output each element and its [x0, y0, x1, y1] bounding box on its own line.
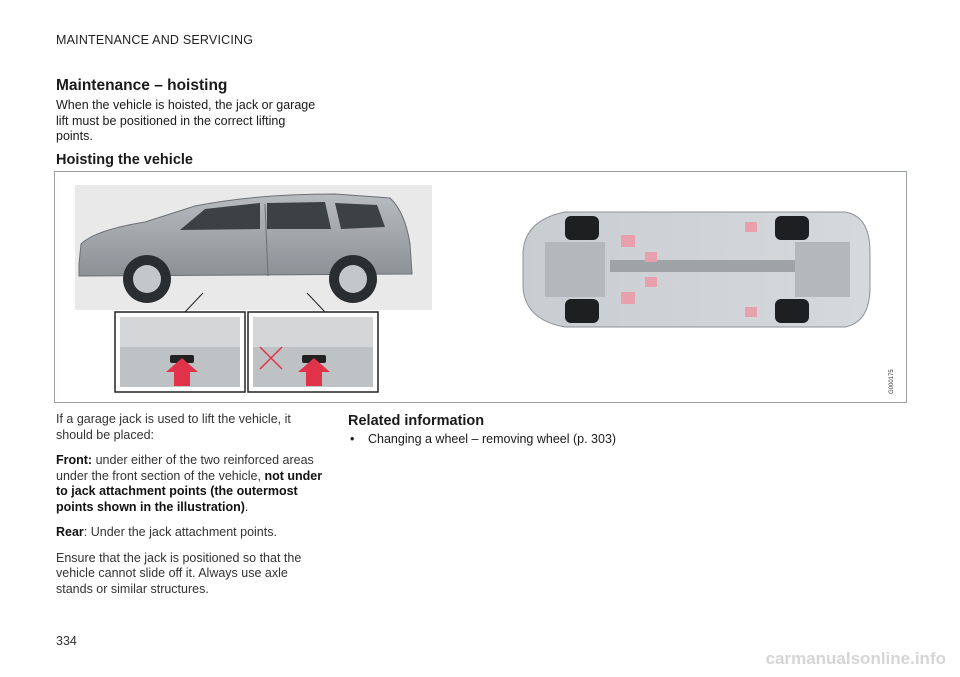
rear-paragraph: Rear: Under the jack attachment points. — [56, 525, 324, 541]
lift-point-marker — [621, 292, 635, 304]
hoisting-illustration: G000175 — [54, 171, 907, 403]
car-side-view — [75, 185, 432, 310]
section-header: MAINTENANCE AND SERVICING — [56, 33, 254, 47]
body-text: If a garage jack is used to lift the veh… — [56, 412, 324, 607]
lift-arrow-right — [298, 358, 330, 386]
page-number: 334 — [56, 634, 77, 648]
lift-point-marker — [621, 235, 635, 247]
related-heading: Related information — [348, 413, 485, 429]
related-link-text[interactable]: Changing a wheel – removing wheel (p. 30… — [368, 432, 617, 446]
rear-text: : Under the jack attachment points. — [83, 525, 277, 539]
front-text: under either of the two reinforced areas… — [56, 453, 314, 483]
lift-arrow-left — [166, 358, 198, 386]
related-link[interactable]: • Changing a wheel – removing wheel (p. 3… — [348, 432, 708, 446]
jack-point-detail-left — [114, 311, 246, 393]
related-information: Related information • Changing a wheel – … — [348, 413, 708, 446]
car-underside-view — [522, 211, 871, 328]
subheading: Hoisting the vehicle — [56, 152, 193, 168]
front-warning: not under to jack attachment points (the… — [56, 468, 323, 514]
bullet-icon: • — [350, 432, 355, 446]
intro-paragraph: When the vehicle is hoisted, the jack or… — [56, 98, 316, 143]
lift-point-marker — [745, 307, 757, 317]
front-label: Front: — [56, 453, 93, 467]
jack-point-detail-right — [247, 311, 379, 393]
front-paragraph: Front: under either of the two reinforce… — [56, 453, 323, 514]
lift-point-marker — [745, 222, 757, 232]
lift-point-marker — [645, 252, 657, 262]
jack-intro-paragraph: If a garage jack is used to lift the veh… — [56, 412, 291, 442]
watermark: carmanualsonline.info — [765, 649, 946, 668]
lift-point-marker — [645, 277, 657, 287]
page-title: Maintenance – hoisting — [56, 77, 228, 94]
safety-paragraph: Ensure that the jack is positioned so th… — [56, 550, 302, 596]
figure-code: G000175 — [889, 369, 895, 394]
rear-label: Rear — [56, 525, 84, 539]
